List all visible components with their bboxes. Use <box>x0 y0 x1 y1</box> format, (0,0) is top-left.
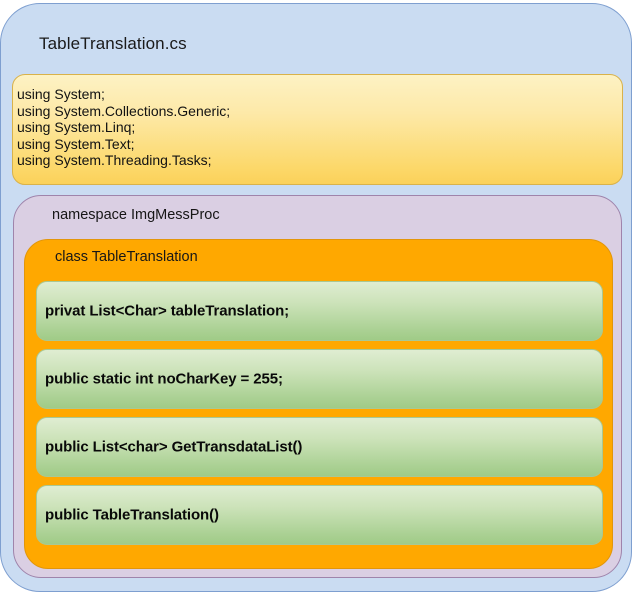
file-name-label: TableTranslation.cs <box>39 34 187 53</box>
using-line: using System.Text; <box>17 135 135 152</box>
class-member-label: public static int noCharKey = 255; <box>45 370 283 388</box>
class-member-row: public static int noCharKey = 255; <box>36 349 603 409</box>
class-member-row: public TableTranslation() <box>36 485 603 545</box>
using-line: using System.Collections.Generic; <box>17 102 231 119</box>
namespace-container: namespace ImgMessProc class TableTransla… <box>13 195 622 578</box>
class-member-label: public TableTranslation() <box>45 506 219 524</box>
class-label: class TableTranslation <box>55 249 198 265</box>
using-line: using System.Threading.Tasks; <box>17 152 212 168</box>
class-container: class TableTranslation privat List<Char>… <box>24 239 613 569</box>
class-member-label: privat List<Char> tableTranslation; <box>45 302 290 320</box>
class-member-label: public List<char> GetTransdataList() <box>45 438 303 456</box>
using-line: using System.Linq; <box>17 119 136 135</box>
class-member-row: privat List<Char> tableTranslation; <box>36 281 603 341</box>
usings-list: using System; using System.Collections.G… <box>17 86 616 169</box>
usings-container: using System; using System.Collections.G… <box>12 74 623 185</box>
using-line: using System; <box>17 86 105 102</box>
namespace-label: namespace ImgMessProc <box>52 207 220 223</box>
class-member-row: public List<char> GetTransdataList() <box>36 417 603 477</box>
file-container: TableTranslation.cs using System; using … <box>0 3 632 592</box>
class-members-list: privat List<Char> tableTranslation; publ… <box>36 281 603 553</box>
